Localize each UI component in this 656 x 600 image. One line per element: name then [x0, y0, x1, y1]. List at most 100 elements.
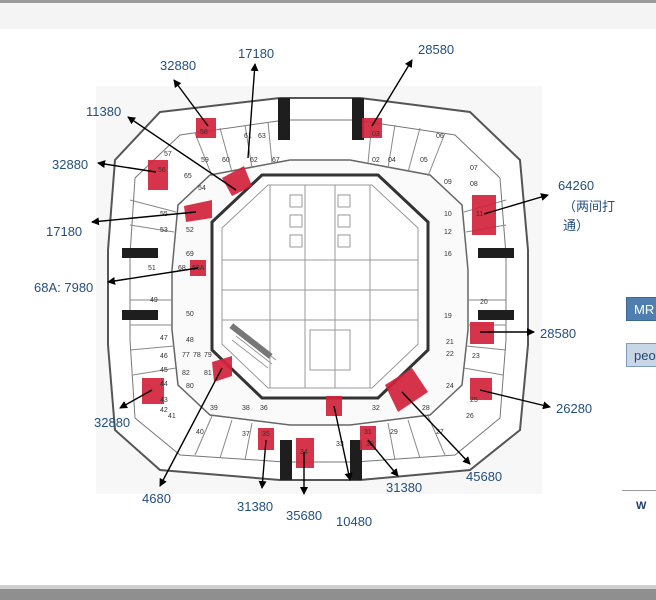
- label-31380-b: 31380: [386, 480, 422, 495]
- room-73-highlight: [222, 166, 252, 196]
- arrow-31380-a: [258, 439, 267, 489]
- room-label: 02: [372, 157, 380, 164]
- room-label: 23: [472, 353, 480, 360]
- room-label: 50: [186, 311, 194, 318]
- side-panel-divider: [622, 490, 656, 491]
- room-label: 05: [420, 157, 428, 164]
- room-label: 19: [444, 313, 452, 320]
- room-labels: 58 61 63 59 60 62 67 02 03 04 05 06 57 6…: [148, 129, 488, 456]
- arrow-28580-top: [371, 59, 413, 127]
- side-panel-mr-button[interactable]: MR: [626, 297, 656, 321]
- room-label: 42: [160, 407, 168, 414]
- room-label: 11: [476, 211, 483, 218]
- room-label: 80: [186, 383, 194, 390]
- room-label: 49: [150, 297, 158, 304]
- room-label: 61: [244, 133, 252, 140]
- room-label: 47: [160, 335, 168, 342]
- room-label: 54: [198, 185, 206, 192]
- label-28580-top: 28580: [418, 42, 454, 57]
- room-label: 30: [366, 441, 374, 448]
- arrow-45680: [401, 391, 471, 465]
- room-label: 38: [242, 405, 250, 412]
- label-32880-bl: 32880: [94, 415, 130, 430]
- room-28-highlight: [385, 368, 428, 412]
- window-top-border: [0, 0, 656, 3]
- room-label: 59: [201, 157, 209, 164]
- room-label: 07: [470, 165, 478, 172]
- side-panel-w-label: W: [636, 500, 647, 512]
- arrow-32880-left: [97, 160, 157, 173]
- room-label: 20: [480, 299, 488, 306]
- room-label: 06: [436, 133, 444, 140]
- label-32880-left: 32880: [52, 157, 88, 172]
- room-03-highlight: [362, 118, 382, 138]
- room-label: 29: [390, 429, 398, 436]
- room-label: 65: [184, 173, 192, 180]
- room-label: 44: [160, 381, 168, 388]
- room-label: 31: [364, 429, 372, 436]
- room-label: 58: [200, 129, 208, 136]
- arrow-17180-left: [91, 211, 197, 226]
- room-label: 04: [388, 157, 396, 164]
- stairwell-walls: [122, 98, 514, 480]
- room-label: 46: [160, 353, 168, 360]
- room-label: 28: [422, 405, 430, 412]
- room-label: 82: [182, 370, 190, 377]
- room-label: 25: [470, 397, 478, 404]
- window-bottom-edge: [0, 585, 656, 589]
- room-label: 81: [204, 370, 212, 377]
- room-43-highlight: [142, 378, 164, 404]
- label-32880-top: 32880: [160, 58, 196, 73]
- room-58-highlight: [196, 118, 216, 138]
- label-26280: 26280: [556, 401, 592, 416]
- arrow-64260: [483, 193, 549, 215]
- room-70-highlight: [184, 200, 212, 222]
- window-bottom-border: [0, 589, 656, 600]
- room-label: 77: [182, 352, 190, 359]
- top-band: [0, 3, 656, 29]
- room-23-highlight: [470, 322, 494, 344]
- arrow-11380: [127, 116, 237, 191]
- room-label: 63: [258, 133, 266, 140]
- label-11380: 11380: [86, 104, 121, 119]
- room-56-highlight: [148, 160, 168, 190]
- label-64260: 64260: [558, 178, 594, 193]
- room-label: 51: [148, 265, 156, 272]
- room-label: 57: [164, 151, 172, 158]
- room-label: 60: [222, 157, 230, 164]
- room-label: 09: [444, 179, 452, 186]
- core-stair: [229, 323, 273, 359]
- building-core: [210, 173, 430, 400]
- room-11-highlight: [472, 195, 496, 235]
- label-64260-note-1: （两间打: [563, 199, 615, 214]
- room-label: 52: [186, 227, 194, 234]
- room-label: 36: [260, 405, 268, 412]
- annotation-labels: 32880 17180 28580 11380 32880 17180 68A:…: [34, 42, 615, 529]
- room-label: 78: [193, 352, 201, 359]
- room-label: 40: [196, 429, 204, 436]
- room-33-highlight: [296, 438, 314, 468]
- room-label: 33: [336, 441, 344, 448]
- arrow-17180-top: [247, 63, 259, 159]
- label-17180-left: 17180: [46, 224, 82, 239]
- room-label: 24: [446, 383, 454, 390]
- label-45680: 45680: [466, 469, 502, 484]
- room-label: 08: [470, 181, 478, 188]
- room-label: 53: [160, 227, 168, 234]
- label-17180-top: 17180: [238, 46, 274, 61]
- room-label: 37: [242, 431, 250, 438]
- room-label: 32: [372, 405, 380, 412]
- label-64260-note-2: 通）: [563, 218, 589, 233]
- room-label: 12: [444, 229, 452, 236]
- highlighted-rooms: [142, 118, 496, 468]
- room-label: 68A: [192, 265, 205, 272]
- annotation-arrows: [91, 59, 551, 495]
- arrow-10480: [333, 405, 353, 481]
- side-panel-people-button[interactable]: peor: [626, 343, 656, 367]
- room-label: 26: [466, 413, 474, 420]
- room-label: 67: [272, 157, 280, 164]
- room-label: 16: [444, 251, 452, 258]
- room-label: 56: [158, 167, 166, 174]
- room-label: 79: [204, 352, 212, 359]
